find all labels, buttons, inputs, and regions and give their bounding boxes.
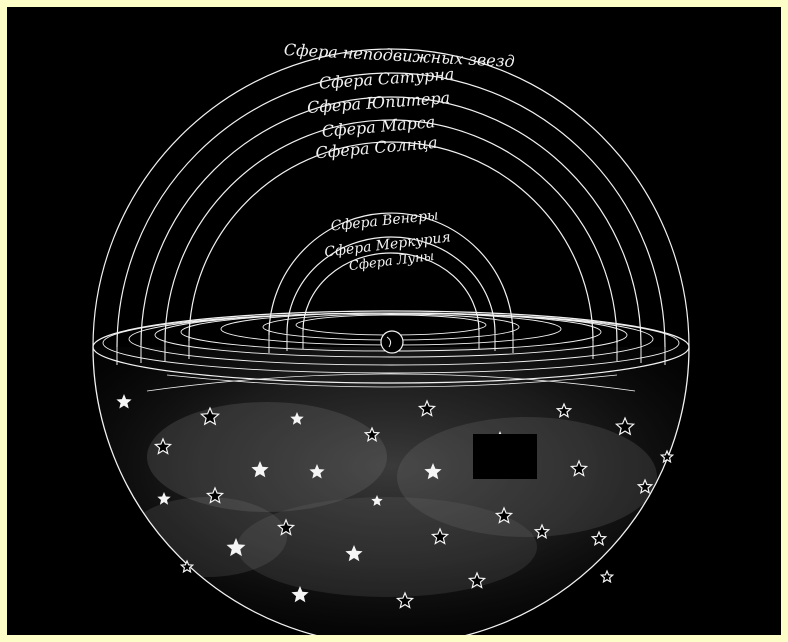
label-venus: Сфера Венеры <box>330 207 439 234</box>
star <box>601 571 612 582</box>
geocentric-spheres-diagram: Сфера неподвижных звезд Сфера Сатурна Сф… <box>7 7 781 635</box>
lower-hemisphere <box>93 347 689 635</box>
redaction-box <box>473 434 537 479</box>
sphere-arc-saturn <box>117 73 665 347</box>
sphere-labels: Сфера неподвижных звезд Сфера Сатурна Сф… <box>283 40 515 274</box>
sphere-arc-venus <box>269 213 513 335</box>
diagram-frame: Сфера неподвижных звезд Сфера Сатурна Сф… <box>7 7 781 635</box>
label-fixed-stars: Сфера неподвижных звезд <box>283 40 515 71</box>
earth <box>381 331 403 353</box>
